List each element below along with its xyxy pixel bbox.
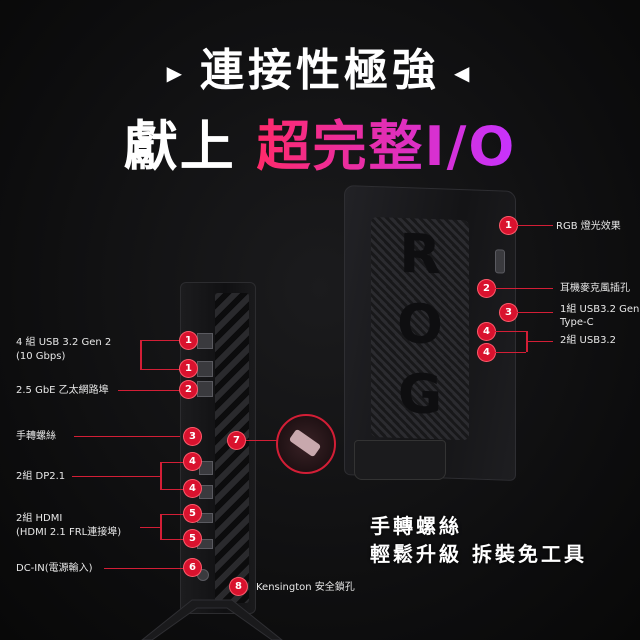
connector-line <box>140 527 160 528</box>
connector-line <box>495 331 526 332</box>
thumbscrew-zoom <box>276 414 336 474</box>
dc-in-port <box>197 569 209 581</box>
lan-port <box>197 381 213 397</box>
connector-line <box>495 288 553 289</box>
label-lan: 2.5 GbE 乙太網路埠 <box>16 385 109 396</box>
connector-line <box>104 568 184 569</box>
label-dp: 2組 DP2.1 <box>16 471 66 482</box>
headline-line1: ▶ 連接性極強 ◀ <box>0 34 640 98</box>
connector-line <box>118 390 180 391</box>
badge-1: 1 <box>180 332 197 349</box>
badge-8: 8 <box>230 578 247 595</box>
connector-line <box>526 331 528 352</box>
label-hdmi: 2組 HDMI <box>16 513 63 524</box>
badge-2: 2 <box>180 381 197 398</box>
badge-3: 3 <box>184 428 201 445</box>
badge-7: 7 <box>228 432 245 449</box>
rog-letter: G <box>397 361 443 427</box>
label-hdmi-sub: (HDMI 2.1 FRL連接埠) <box>16 527 122 538</box>
connector-line <box>160 539 184 540</box>
label-rgb: RGB 燈光效果 <box>556 221 621 232</box>
badge-1: 1 <box>500 217 517 234</box>
connector-line <box>495 352 526 353</box>
badge-4: 4 <box>184 480 201 497</box>
badge-4: 4 <box>478 323 495 340</box>
usb-port <box>197 333 213 349</box>
left-stand <box>141 599 283 640</box>
connector-line <box>160 462 162 490</box>
rog-letter: O <box>397 291 443 357</box>
label-usb32: 2組 USB3.2 <box>560 335 616 346</box>
connector-line <box>74 436 180 437</box>
connector-line <box>528 341 553 342</box>
headline-prefix: 獻上 <box>123 115 236 178</box>
callout-line1: 手轉螺絲 <box>370 514 462 538</box>
label-kensington: Kensington 安全鎖孔 <box>256 582 355 593</box>
dp-port <box>199 461 213 475</box>
connector-line <box>517 225 553 226</box>
badge-5: 5 <box>184 505 201 522</box>
label-usb-speed: (10 Gbps) <box>16 351 66 362</box>
connector-line <box>140 340 180 341</box>
dp-port <box>199 485 213 499</box>
connector-line <box>517 312 553 313</box>
headline-line2: 獻上 超完整I/O <box>0 102 640 181</box>
label-audio: 耳機麥克風插孔 <box>560 283 630 294</box>
pc-back-view <box>180 282 256 614</box>
connector-line <box>160 514 184 515</box>
label-usb: 4 組 USB 3.2 Gen 2 <box>16 337 112 348</box>
usb-port <box>197 361 213 377</box>
callout-line2: 輕鬆升級 拆裝免工具 <box>370 542 587 566</box>
connector-line <box>160 514 162 540</box>
label-dcin: DC-IN(電源輸入) <box>16 563 93 574</box>
badge-5: 5 <box>184 530 201 547</box>
label-usbc-sub: Type-C <box>560 317 594 328</box>
headline-text: 連接性極強 <box>200 45 440 96</box>
label-usbc: 1組 USB3.2 Gen 2 <box>560 304 640 315</box>
badge-1: 1 <box>180 360 197 377</box>
triangle-left-icon: ◀ <box>454 61 474 85</box>
connector-line <box>244 440 278 441</box>
connector-line <box>72 476 160 477</box>
headline-accent: 超完整I/O <box>256 115 517 178</box>
front-port <box>495 249 505 274</box>
badge-6: 6 <box>184 559 201 576</box>
thumbscrew-icon <box>288 428 322 458</box>
badge-3: 3 <box>500 304 517 321</box>
connector-line <box>160 462 184 463</box>
connector-line <box>140 369 180 370</box>
rog-letter: R <box>399 221 441 287</box>
connector-line <box>140 340 142 370</box>
label-screw: 手轉螺絲 <box>16 431 56 442</box>
badge-2: 2 <box>478 280 495 297</box>
badge-4: 4 <box>184 453 201 470</box>
triangle-right-icon: ▶ <box>166 61 186 85</box>
connector-line <box>160 489 184 490</box>
badge-4: 4 <box>478 344 495 361</box>
right-stand <box>354 440 446 480</box>
